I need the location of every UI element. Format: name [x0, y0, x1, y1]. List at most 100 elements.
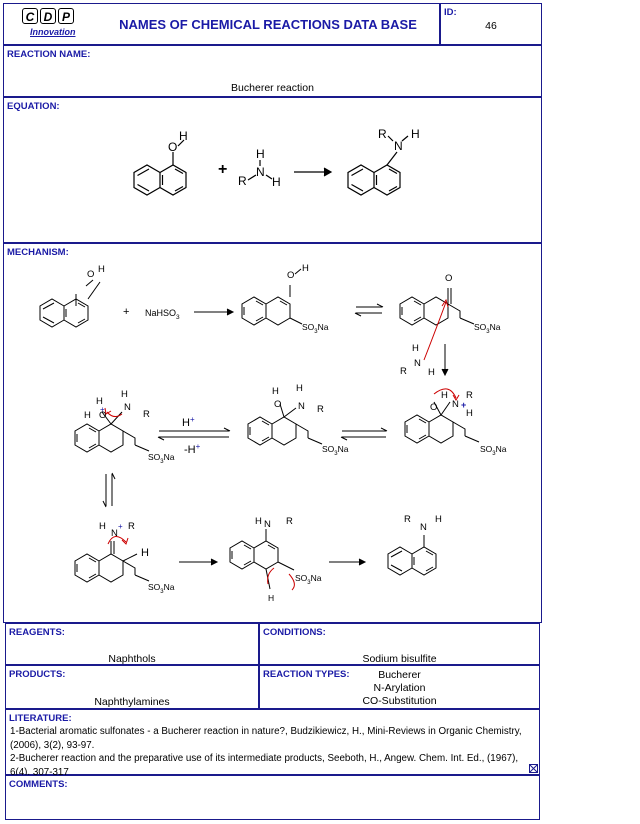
- reaction-type-3: CO-Substitution: [362, 695, 437, 707]
- svg-text:+: +: [118, 522, 123, 531]
- equation-box: EQUATION: O H + H N R H N R H: [3, 97, 542, 243]
- svg-text:O: O: [87, 269, 94, 280]
- literature-ref-2: 2-Bucherer reaction and the preparative …: [10, 753, 519, 778]
- mechanism-box: MECHANISM: O H + NaHSO3 O H SO3Na: [3, 243, 542, 623]
- reagents-value: Naphthols: [108, 653, 156, 665]
- svg-text:SO3Na: SO3Na: [474, 322, 501, 335]
- svg-text:H: H: [84, 410, 91, 421]
- svg-text:N: N: [124, 402, 131, 413]
- id-label: ID:: [444, 7, 457, 18]
- logo-letter-p: P: [58, 8, 74, 24]
- svg-text:H+: H+: [182, 415, 195, 429]
- svg-text:R: R: [466, 390, 473, 401]
- mech-naphthylamine: [387, 535, 437, 576]
- svg-text:N: N: [452, 399, 459, 410]
- literature-ref-1: 1-Bacterial aromatic sulfonates - a Buch…: [10, 726, 522, 751]
- logo-subtitle: Innovation: [30, 27, 76, 37]
- mech-zwitterion: [404, 401, 480, 444]
- logo-letter-c: C: [22, 8, 38, 24]
- amine-h-right: H: [272, 175, 281, 189]
- svg-text:H: H: [98, 264, 105, 275]
- svg-text:N: N: [111, 528, 118, 539]
- svg-text:H: H: [302, 263, 309, 274]
- mech-enamine: [229, 529, 295, 590]
- naphthol-structure: [133, 152, 187, 196]
- product-n: N: [394, 139, 403, 153]
- product-r: R: [378, 127, 387, 141]
- comments-label: COMMENTS:: [9, 779, 68, 790]
- mechanism-scheme: O H + NaHSO3 O H SO3Na O: [39, 263, 507, 603]
- product-h: H: [411, 127, 420, 141]
- mech-naphthol: [39, 294, 89, 328]
- svg-text:+: +: [461, 400, 466, 410]
- svg-text:R: R: [286, 516, 293, 527]
- conditions-value: Sodium bisulfite: [362, 653, 437, 665]
- reaction-type-1: Bucherer: [378, 669, 421, 681]
- comments-box: COMMENTS:: [5, 775, 540, 820]
- naphthylamine-structure: [347, 151, 401, 196]
- svg-text:R: R: [404, 514, 411, 525]
- svg-text:SO3Na: SO3Na: [295, 573, 322, 586]
- svg-text:H: H: [428, 367, 435, 378]
- svg-text:H: H: [96, 396, 103, 407]
- literature-list: 1-Bacterial aromatic sulfonates - a Buch…: [10, 725, 533, 779]
- mech-iminium: [74, 541, 150, 583]
- amine-n: N: [256, 165, 265, 179]
- svg-text:N: N: [414, 358, 421, 369]
- svg-text:+: +: [100, 405, 105, 414]
- svg-text:N: N: [298, 401, 305, 412]
- svg-text:H: H: [99, 521, 106, 532]
- id-value: 46: [485, 20, 497, 32]
- svg-text:H: H: [121, 389, 128, 400]
- eq-plus: +: [218, 161, 227, 178]
- conditions-label: CONDITIONS:: [263, 627, 326, 638]
- svg-text:N: N: [264, 519, 271, 530]
- reaction-types-label: REACTION TYPES:: [263, 669, 350, 680]
- svg-text:-H+: -H+: [184, 442, 201, 456]
- svg-text:SO3Na: SO3Na: [148, 582, 175, 595]
- reaction-name-box: REACTION NAME: Bucherer reaction: [3, 45, 542, 97]
- literature-box: LITERATURE: 1-Bacterial aromatic sulfona…: [5, 709, 540, 778]
- reaction-type-2: N-Arylation: [373, 682, 426, 694]
- svg-text:H: H: [255, 516, 262, 527]
- products-value: Naphthylamines: [94, 696, 170, 708]
- mech-plus: +: [123, 306, 129, 318]
- svg-text:H: H: [435, 514, 442, 525]
- eq-o-atom: O: [168, 140, 177, 154]
- conditions-box: CONDITIONS: Sodium bisulfite: [259, 623, 540, 665]
- mechanism-label: MECHANISM:: [7, 247, 69, 258]
- svg-text:H: H: [272, 386, 279, 397]
- svg-text:R: R: [317, 404, 324, 415]
- svg-text:H: H: [268, 593, 274, 603]
- scroll-toggle-icon[interactable]: [529, 764, 538, 773]
- svg-text:SO3Na: SO3Na: [322, 444, 349, 457]
- id-box: ID: 46: [440, 3, 542, 45]
- equation-scheme: O H + H N R H N R H: [133, 127, 420, 196]
- reaction-types-box: REACTION TYPES: Bucherer N-Arylation CO-…: [259, 665, 540, 709]
- reaction-name-value: Bucherer reaction: [231, 82, 314, 94]
- reaction-name-label: REACTION NAME:: [7, 49, 91, 60]
- equation-label: EQUATION:: [7, 101, 60, 112]
- logo-letter-d: D: [40, 8, 56, 24]
- svg-text:SO3Na: SO3Na: [148, 452, 175, 465]
- svg-text:O: O: [430, 402, 437, 413]
- page-title: NAMES OF CHEMICAL REACTIONS DATA BASE: [119, 17, 417, 32]
- svg-text:H: H: [412, 343, 419, 354]
- amine-h-top: H: [256, 147, 265, 161]
- products-box: PRODUCTS: Naphthylamines: [5, 665, 259, 709]
- svg-text:SO3Na: SO3Na: [302, 322, 329, 335]
- products-label: PRODUCTS:: [9, 669, 66, 680]
- svg-text:H: H: [441, 390, 448, 401]
- svg-text:O: O: [287, 270, 294, 281]
- svg-text:H: H: [141, 547, 149, 559]
- svg-text:O: O: [274, 399, 281, 410]
- mech-enol-sulfonate: [241, 285, 303, 326]
- svg-text:H: H: [466, 408, 473, 419]
- reagents-label: REAGENTS:: [9, 627, 65, 638]
- svg-text:H: H: [296, 383, 303, 394]
- mech-reagent: NaHSO3: [145, 308, 180, 321]
- mech-oxonium: [74, 411, 150, 453]
- mech-ketone-sulfonate: [399, 288, 475, 326]
- mech-carbinolamine: [247, 403, 323, 446]
